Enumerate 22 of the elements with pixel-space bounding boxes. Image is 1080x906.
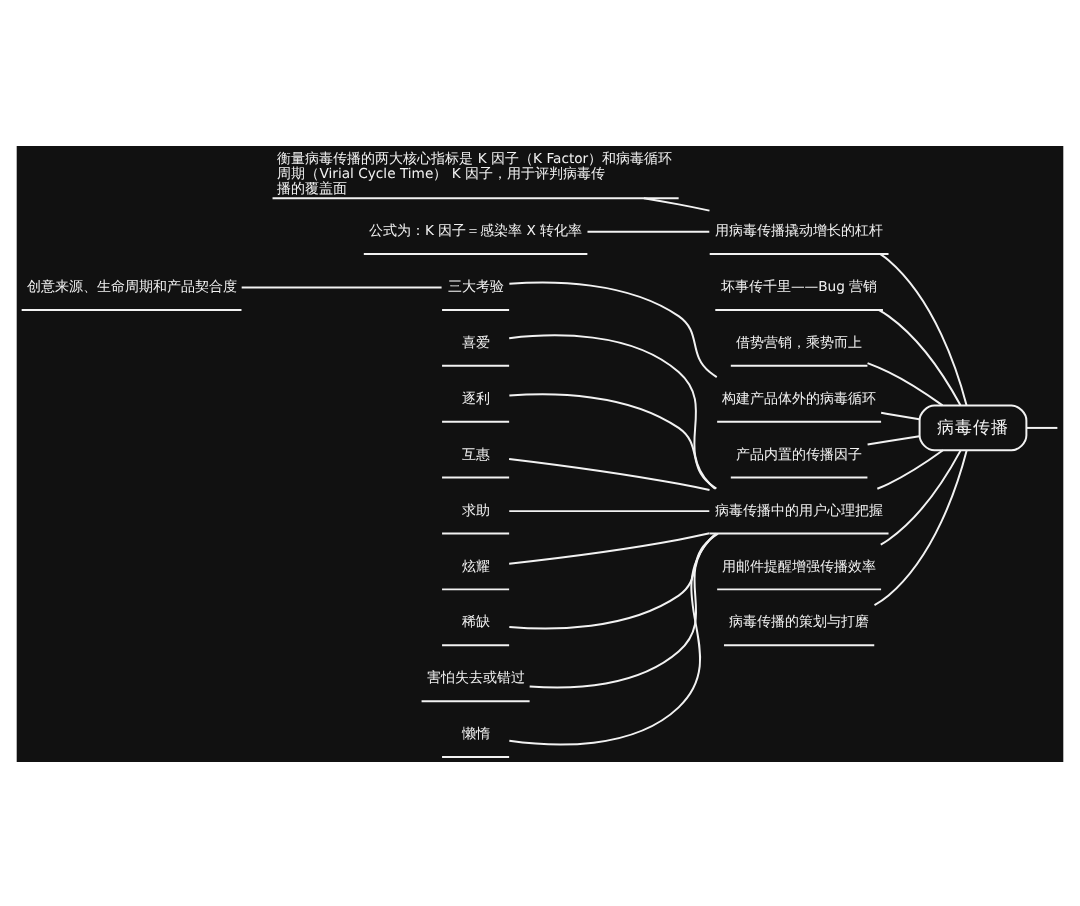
connector [508, 392, 718, 489]
connector [879, 252, 968, 406]
connector [880, 410, 921, 420]
connector [873, 448, 968, 606]
connector [866, 361, 944, 406]
connector [879, 448, 962, 545]
connector [586, 229, 711, 232]
node-box: 病毒传播 [918, 403, 1028, 451]
connector [876, 448, 944, 489]
connector [528, 531, 718, 688]
connector [508, 280, 718, 378]
connector [240, 285, 443, 288]
connector [508, 456, 711, 490]
connector [508, 333, 717, 489]
connector [508, 531, 717, 745]
connector [878, 308, 962, 406]
connector [866, 434, 921, 445]
connector [642, 196, 711, 211]
connector [508, 531, 719, 629]
connector [508, 509, 711, 512]
connector [1025, 425, 1059, 428]
connector [508, 531, 711, 564]
